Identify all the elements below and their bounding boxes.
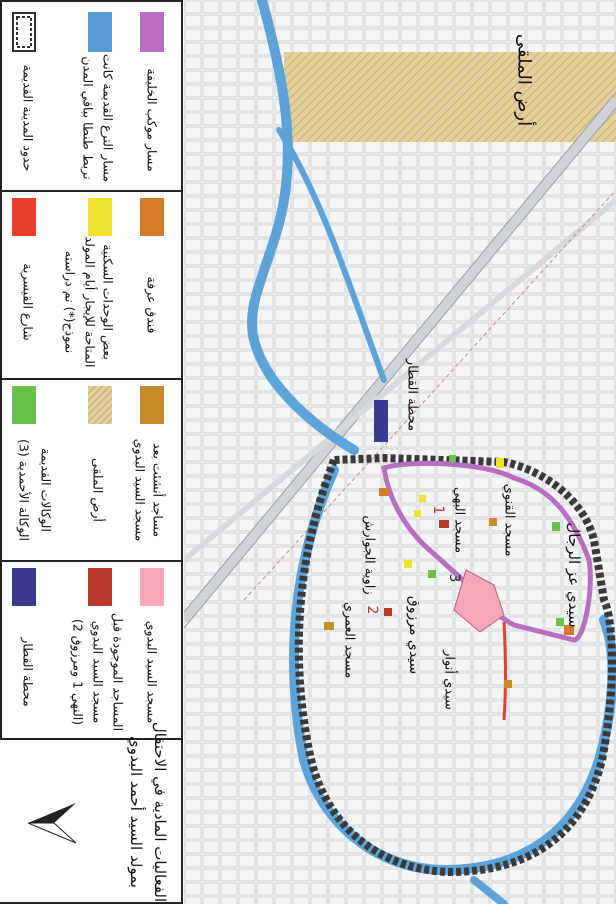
legend-label-later-mosques-1: مساجد أنشئت بعد bbox=[150, 442, 166, 538]
badawi-mosque bbox=[453, 569, 505, 633]
legend-label-station: محطة القطار bbox=[20, 637, 36, 707]
legend-label-old-city: حدود المدينة القديمة bbox=[20, 64, 36, 172]
legend-title-line2: بمولد السيد أحمد البدوي bbox=[127, 736, 145, 888]
legend-swatch-qaysariya bbox=[12, 198, 36, 236]
legend-label-hotel: فندق عرفة bbox=[144, 276, 160, 334]
railway-lines bbox=[184, 91, 616, 629]
label-sidi-izz: سيدي عز الرجال bbox=[565, 522, 583, 628]
legend-swatch-rentals bbox=[88, 198, 112, 236]
legend-label-canals-1: مسار الترع القديمة كانت bbox=[100, 53, 116, 183]
legend-swatch-hotel bbox=[140, 198, 164, 236]
legend-label-badawi: مسجد السيد البدوي bbox=[144, 620, 160, 724]
city-map: أرض الملقى محطة القطار مسجد البهي مسجد ا… bbox=[184, 0, 616, 904]
label-mosque-omari: مسجد العمري bbox=[341, 601, 357, 679]
legend-label-qaysariya: شارع القيسرية bbox=[20, 263, 36, 341]
legend-label-wakalas-2: الوكالة الأحمدية (3) bbox=[16, 439, 32, 541]
old-city-boundary bbox=[294, 453, 616, 877]
legend-title-line1: الفعاليات المادية في الاحتفال bbox=[151, 721, 169, 903]
label-num-3: 3 bbox=[446, 573, 462, 583]
legend-swatch-mulqa bbox=[88, 386, 112, 424]
label-zawiya-jawarish: زاوية الجوارش bbox=[361, 515, 377, 595]
legend-label-later-mosques-2: مسجد السيد البدوي bbox=[132, 438, 148, 542]
label-mulqa-land: أرض الملقى bbox=[513, 33, 535, 127]
legend-swatch-badawi bbox=[140, 568, 164, 606]
procession-route bbox=[381, 460, 593, 643]
legend-swatch-later-mosques bbox=[140, 386, 164, 424]
legend-label-earlier-mosques-1: المساجد الموجودة قبل bbox=[110, 612, 126, 732]
legend-swatch-station bbox=[12, 568, 36, 606]
legend-swatch-old-city bbox=[12, 12, 36, 52]
train-station bbox=[374, 400, 388, 442]
label-num-2: 2 bbox=[364, 605, 380, 615]
legend-label-procession: مسار موكب الخليفة bbox=[144, 68, 160, 172]
label-sidi-anwar: سيدي أنوار bbox=[441, 650, 457, 710]
legend-swatch-earlier-mosques bbox=[88, 568, 112, 606]
legend-label-earlier-mosques-2: مسجد السيد البدوي bbox=[90, 620, 106, 724]
label-mosque-bahi: مسجد البهي bbox=[451, 486, 467, 554]
legend-label-earlier-mosques-3: (النهي 1 ومرزوق 2) bbox=[70, 618, 86, 726]
legend-swatch-procession bbox=[140, 12, 164, 52]
label-mosque-qinawi: مسجد القنوي bbox=[501, 483, 517, 557]
legend-label-canals-2: تربط طنطا بباقي المدن bbox=[80, 56, 96, 180]
map-buildings bbox=[324, 455, 574, 688]
map-legend: الفعاليات المادية في الاحتفال بمولد السي… bbox=[0, 0, 183, 904]
legend-label-wakalas-1: الوكالات القديمة bbox=[38, 448, 54, 532]
legend-label-mulqa: أرض الملقى bbox=[90, 458, 106, 522]
map-canvas bbox=[184, 0, 616, 904]
legend-label-rentals-1: بعض الوحدات السكنية bbox=[100, 244, 116, 360]
legend-swatch-wakalas bbox=[12, 386, 36, 424]
qaysariya-street bbox=[502, 621, 507, 721]
legend-swatch-canals bbox=[88, 12, 112, 52]
mulqa-land-area bbox=[284, 52, 616, 142]
legend-label-model: نموذج(*) تم دراسته bbox=[62, 250, 78, 354]
north-arrow-icon bbox=[27, 803, 77, 844]
label-sidi-marzouq: سيدي مرزوق bbox=[406, 595, 422, 675]
legend-label-rentals-2: المتاحة للإيجار أيام المولد bbox=[82, 236, 98, 368]
label-station: محطة القطار bbox=[404, 358, 420, 432]
label-num-1: 1 bbox=[430, 505, 446, 515]
